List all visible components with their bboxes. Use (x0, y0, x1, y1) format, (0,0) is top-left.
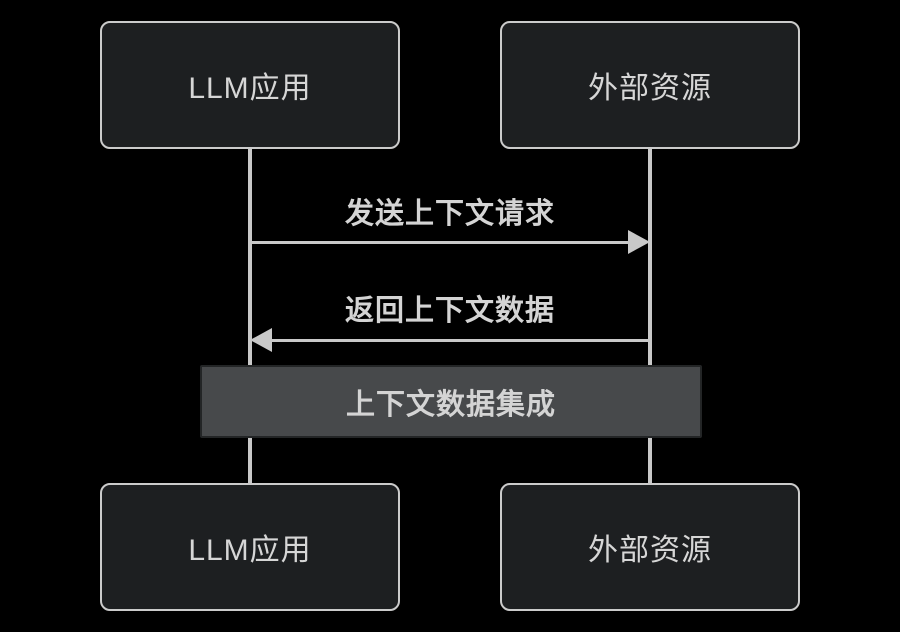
actor-label-llm-app-bottom: LLM应用 (188, 534, 312, 567)
lifeline-external-resource (648, 149, 652, 483)
message-label-send-context-request: 发送上下文请求 (344, 198, 556, 230)
arrowhead-left-icon (250, 328, 272, 352)
actor-box-external-resource-top: 外部资源 (500, 21, 800, 149)
actor-label-external-resource-bottom: 外部资源 (588, 534, 712, 567)
actor-label-external-resource-top: 外部资源 (588, 72, 712, 105)
actor-box-llm-app-bottom: LLM应用 (100, 483, 400, 611)
message-line-return-context-data (270, 339, 648, 342)
actor-box-external-resource-bottom: 外部资源 (500, 483, 800, 611)
lifeline-llm-app (248, 149, 252, 483)
activation-label-context-integration: 上下文数据集成 (345, 388, 556, 421)
arrowhead-right-icon (628, 230, 650, 254)
message-line-send-context-request (252, 241, 630, 244)
actor-box-llm-app-top: LLM应用 (100, 21, 400, 149)
message-label-return-context-data: 返回上下文数据 (344, 295, 556, 327)
actor-label-llm-app-top: LLM应用 (188, 72, 312, 105)
activation-box-context-integration: 上下文数据集成 (200, 365, 702, 438)
